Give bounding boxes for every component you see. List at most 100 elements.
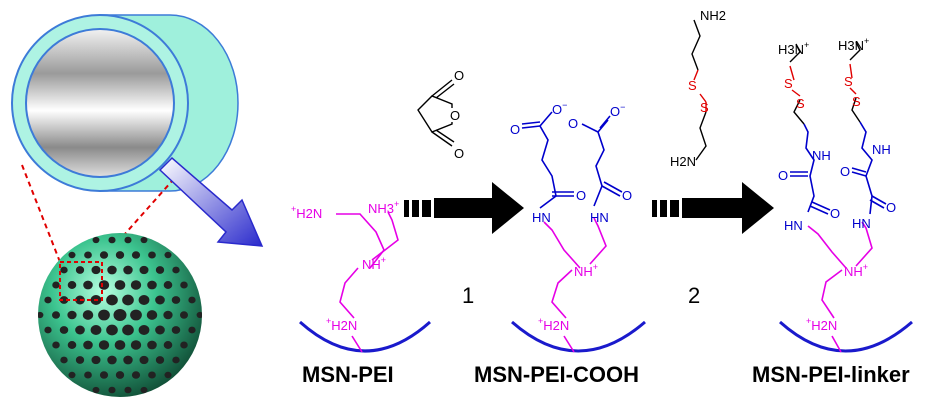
linker-sulfur-3: S [852,94,861,109]
pore [98,309,110,321]
linker-sulfur-4: S [844,74,853,89]
pore [163,310,173,320]
pore [163,281,173,289]
pore [108,386,116,394]
pore [131,251,141,259]
pore [107,355,117,365]
pore [179,311,189,319]
cystamine-reagent: S S NH2 H2N [670,8,726,169]
pei-ammonium-right: NH3 [368,201,394,216]
pore [124,236,132,244]
pore [146,310,158,320]
svg-text:NH+: NH+ [362,255,386,272]
pore [113,309,127,321]
zoom-arrow [158,156,264,247]
pore [108,236,116,244]
pore [75,266,85,274]
pore [82,310,94,320]
reaction-arrow-2 [652,182,774,234]
pore [115,371,125,379]
pore [138,325,150,335]
pore [107,265,117,275]
pore [114,280,126,290]
mesopore-tube-illustration [11,14,239,192]
pore [52,281,60,289]
linker-sulfur-1: S [796,96,805,111]
pore [180,281,188,289]
svg-text:H3N+: H3N+ [838,36,869,53]
linker-amide-nh-right: NH [872,142,891,157]
reaction-arrow-1 [404,182,524,234]
svg-text:+H2N: +H2N [326,316,357,333]
pore [155,356,165,364]
cooh-carboxylate-o-1: O [510,122,520,137]
cooh-carbonyl-o-left: O [576,188,586,203]
linker-ammonium-left: H3N [778,42,804,57]
anhydride-ring-o: O [450,108,460,123]
label-msn-pei-linker: MSN-PEI-linker [752,362,910,387]
linker-sulfur-2: S [784,76,793,91]
svg-text:O−: O− [552,100,567,117]
pore [68,251,76,259]
pore [139,355,149,365]
cystamine-h2n-bottom: H2N [670,154,696,169]
pore [164,251,172,259]
pore [188,296,196,304]
pore [122,294,134,306]
pore [155,266,165,274]
pore [196,311,202,319]
label-msn-pei-cooh: MSN-PEI-COOH [474,362,639,387]
pore [130,280,142,290]
linker-amide-nh-left: NH [812,148,831,163]
linker-ammonium-right: H3N [838,38,864,53]
cystamine-nh2-top: NH2 [700,8,726,23]
pore [124,386,132,394]
pore [180,341,188,349]
pei-central-nh: NH [362,257,381,272]
pore [83,280,93,290]
pore [164,371,172,379]
anhydride-carbonyl-o-bottom: O [454,146,464,161]
pei-amine-left: H2N [296,206,322,221]
pore [92,236,100,244]
pore [115,251,125,259]
pore [68,371,76,379]
pore [123,355,133,365]
pore [75,356,85,364]
cystamine-sulfur-1: S [688,78,697,93]
pore [140,386,148,394]
pore [147,340,157,350]
pore [98,340,110,350]
cooh-carbonyl-o-right: O [622,188,632,203]
pore [155,295,165,305]
svg-text:+H2N: +H2N [538,316,569,333]
pore [98,280,110,290]
pore [44,326,52,334]
pore [91,355,101,365]
pore [67,310,77,320]
pore [99,251,109,259]
pore [172,356,180,364]
pore [91,265,101,275]
pore [130,309,142,321]
mesoporous-silica-nanoparticle [38,233,202,397]
pore [67,281,77,289]
pore [106,294,118,306]
pore [140,236,148,244]
pore [59,296,69,304]
svg-text:H3N+: H3N+ [778,40,809,57]
pore [60,266,68,274]
svg-text:NH3+: NH3+ [368,199,399,216]
pore [148,251,156,259]
msn-pei-cooh-structure: +H2N NH+ HN HN O O O O− O O− [510,100,646,353]
step-1-label: 1 [462,283,474,308]
pore [59,326,69,334]
pore [60,356,68,364]
svg-text:NH+: NH+ [844,262,868,279]
pore [139,265,149,275]
pei-base-amine: H2N [331,318,357,333]
anhydride-carbonyl-o-top: O [454,68,464,83]
pore [155,325,165,335]
pore [51,311,61,319]
